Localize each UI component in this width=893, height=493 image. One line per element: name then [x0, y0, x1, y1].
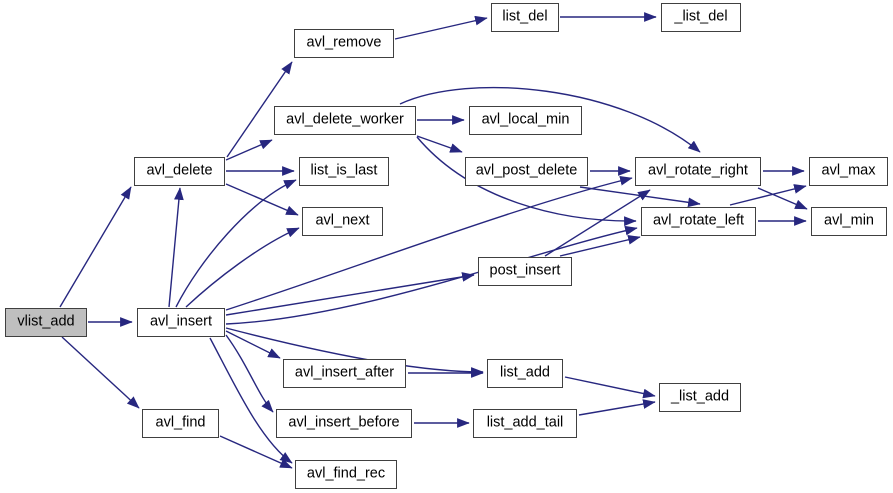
node-label-list_add: list_add	[500, 364, 550, 381]
node-avl_find[interactable]: avl_find	[142, 409, 219, 438]
node-avl_insert_after[interactable]: avl_insert_after	[283, 359, 406, 388]
node-label-avl_remove: avl_remove	[306, 34, 382, 51]
node-label-list_is_last: list_is_last	[310, 162, 378, 179]
node-label-avl_min: avl_min	[824, 212, 874, 229]
node-label-avl_max: avl_max	[821, 162, 876, 179]
node-label-avl_delete_worker: avl_delete_worker	[286, 111, 404, 128]
node-label-avl_find: avl_find	[155, 414, 206, 431]
node-_list_del[interactable]: _list_del	[661, 3, 741, 32]
node-label-avl_insert_after: avl_insert_after	[294, 364, 395, 381]
node-label-avl_post_delete: avl_post_delete	[475, 162, 578, 179]
node-label-list_add_tail: list_add_tail	[486, 414, 564, 431]
node-vlist_add[interactable]: vlist_add	[5, 308, 87, 337]
node-list_is_last[interactable]: list_is_last	[299, 157, 389, 186]
node-label-avl_rotate_left: avl_rotate_left	[652, 212, 745, 229]
node-avl_post_delete[interactable]: avl_post_delete	[465, 157, 588, 186]
node-label-avl_rotate_right: avl_rotate_right	[648, 162, 748, 179]
node-label-avl_find_rec: avl_find_rec	[306, 465, 386, 482]
node-avl_min[interactable]: avl_min	[811, 207, 887, 236]
node-avl_insert[interactable]: avl_insert	[137, 308, 225, 337]
node-list_add[interactable]: list_add	[487, 359, 563, 388]
node-avl_rotate_left[interactable]: avl_rotate_left	[641, 207, 756, 236]
node-avl_delete_worker[interactable]: avl_delete_worker	[274, 106, 416, 135]
node-label-avl_local_min: avl_local_min	[481, 111, 570, 128]
node-avl_insert_before[interactable]: avl_insert_before	[276, 409, 412, 438]
node-_list_add[interactable]: _list_add	[659, 383, 741, 412]
node-label-_list_del: _list_del	[674, 8, 728, 25]
node-label-avl_delete: avl_delete	[146, 162, 213, 179]
node-avl_local_min[interactable]: avl_local_min	[469, 106, 582, 135]
node-avl_delete[interactable]: avl_delete	[134, 157, 225, 186]
node-label-_list_add: _list_add	[670, 388, 730, 405]
node-label-vlist_add: vlist_add	[17, 313, 75, 330]
node-avl_remove[interactable]: avl_remove	[294, 29, 394, 58]
node-post_insert[interactable]: post_insert	[478, 257, 572, 286]
node-label-post_insert: post_insert	[489, 262, 561, 279]
node-avl_find_rec[interactable]: avl_find_rec	[295, 460, 397, 489]
node-avl_max[interactable]: avl_max	[809, 157, 888, 186]
node-label-avl_next: avl_next	[315, 212, 370, 229]
node-label-avl_insert: avl_insert	[149, 313, 213, 330]
node-avl_next[interactable]: avl_next	[302, 207, 383, 236]
node-avl_rotate_right[interactable]: avl_rotate_right	[635, 157, 761, 186]
node-label-avl_insert_before: avl_insert_before	[288, 414, 400, 431]
node-label-list_del: list_del	[502, 8, 548, 25]
node-list_del[interactable]: list_del	[491, 3, 559, 32]
node-list_add_tail[interactable]: list_add_tail	[473, 409, 577, 438]
